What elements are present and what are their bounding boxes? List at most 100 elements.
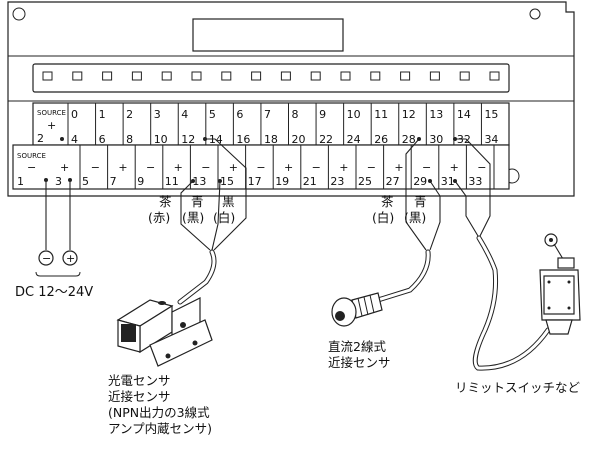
upper-source-label: SOURCE: [37, 109, 66, 117]
indicator-led: [191, 71, 202, 81]
indicator-led: [400, 71, 411, 81]
power-minus-symbol: −: [42, 252, 51, 265]
upper-terminal-label: 10: [347, 108, 361, 121]
upper-mid-terminal-label: 30: [429, 133, 443, 146]
lower-source-minus: −: [27, 161, 36, 174]
lower-terminal-label: 9: [137, 175, 144, 188]
upper-terminal-label: 0: [71, 108, 78, 121]
lower-terminal-label: 15: [220, 175, 234, 188]
upper-terminal-label: 1: [99, 108, 106, 121]
indicator-led: [251, 71, 262, 81]
prox-2wire-caption: 直流2線式 近接センサ: [328, 339, 391, 370]
upper-terminal-label: 5: [209, 108, 216, 121]
upper-terminal-label: 4: [181, 108, 188, 121]
photo-wire-brown: 茶: [159, 194, 172, 209]
indicator-led: [102, 71, 113, 81]
terminal-screw-1: [44, 178, 48, 182]
lower-source-plus: +: [60, 161, 69, 174]
indicator-led: [370, 71, 381, 81]
lower-terminal-label: 23: [330, 175, 344, 188]
lower-terminal-sign: +: [174, 161, 183, 174]
upper-source-num: 2: [37, 132, 44, 145]
prox-wire-blue: 青: [414, 194, 427, 209]
indicator-led: [42, 71, 53, 81]
upper-terminal-label: 12: [402, 108, 416, 121]
upper-terminal-label: 15: [484, 108, 498, 121]
indicator-led: [72, 71, 83, 81]
upper-mid-terminal-label: 34: [484, 133, 498, 146]
prox-wire-brown-alt: (白): [372, 210, 394, 225]
upper-mid-terminal-label: 8: [126, 133, 133, 146]
svg-text:光電センサ: 光電センサ: [108, 373, 171, 388]
lower-source-num-1: 1: [17, 175, 24, 188]
lower-terminal-sign: +: [118, 161, 127, 174]
indicator-led: [131, 71, 142, 81]
photo-wire-blue-alt: (黒): [182, 210, 204, 225]
photo-wire-brown-alt: (赤): [148, 210, 170, 225]
terminal-screw-3: [68, 178, 72, 182]
upper-mid-terminal-label: 10: [154, 133, 168, 146]
lower-terminal-label: 19: [275, 175, 289, 188]
lower-terminal-sign: +: [284, 161, 293, 174]
upper-terminal-label: 8: [292, 108, 299, 121]
upper-mid-terminal-label: 12: [181, 133, 195, 146]
upper-terminal-dividers: [67, 103, 482, 145]
upper-mid-terminal-label: 20: [292, 133, 306, 146]
svg-text:直流2線式: 直流2線式: [328, 339, 386, 354]
upper-mid-terminal-label: 6: [99, 133, 106, 146]
indicator-led: [310, 71, 321, 81]
prox-wire-blue-alt: (黒): [404, 210, 426, 225]
lower-terminal-label: 21: [303, 175, 317, 188]
indicator-led-row: [42, 71, 500, 81]
upper-source-plus: +: [47, 119, 56, 132]
lower-source-num-3: 3: [55, 175, 62, 188]
lower-terminal-sign: −: [312, 161, 321, 174]
upper-terminal-label: 14: [457, 108, 471, 121]
upper-terminal-label: 9: [319, 108, 326, 121]
power-plus-symbol: +: [66, 252, 75, 265]
photo-wire-black: 黒: [222, 194, 235, 209]
lower-terminal-label: 25: [358, 175, 372, 188]
lower-terminal-sign: +: [339, 161, 348, 174]
indicator-led: [280, 71, 291, 81]
prox-wire-brown: 茶: [381, 194, 394, 209]
power-label: DC 12〜24V: [15, 285, 93, 300]
upper-mid-terminal-label: 18: [264, 133, 278, 146]
prox-2wire-wiring: 茶 (白) 青 (黒): [372, 137, 441, 303]
upper-mid-terminal-label: 4: [71, 133, 78, 146]
photo-sensor-body: [116, 297, 213, 367]
svg-text:アンプ内蔵センサ): アンプ内蔵センサ): [108, 421, 212, 436]
power-supply: − + DC 12〜24V: [15, 178, 93, 300]
indicator-led: [221, 71, 232, 81]
upper-terminal-label: 7: [264, 108, 271, 121]
photo-sensor-wiring: 茶 (赤) 青 (黒) 黒 (白): [148, 137, 247, 305]
lower-terminal-label: 31: [441, 175, 455, 188]
upper-terminal-label: 3: [154, 108, 161, 121]
upper-terminal-label: 11: [374, 108, 388, 121]
upper-terminal-label: 6: [236, 108, 243, 121]
terminal-screw-2: [60, 137, 64, 141]
photo-wire-blue: 青: [191, 194, 204, 209]
lower-terminal-label: 27: [386, 175, 400, 188]
lower-terminal-label: 5: [82, 175, 89, 188]
lower-terminal-sign: −: [422, 161, 431, 174]
lower-terminal-sign: +: [450, 161, 459, 174]
lower-terminal-label: 11: [165, 175, 179, 188]
photo-sensor-caption: 光電センサ 近接センサ (NPN出力の3線式 アンプ内蔵センサ): [108, 373, 212, 436]
upper-mid-terminal-label: 24: [347, 133, 361, 146]
lower-terminal-label: 7: [110, 175, 117, 188]
upper-terminal-label: 2: [126, 108, 133, 121]
lower-terminal-dividers: [79, 145, 495, 189]
lower-source-label: SOURCE: [17, 152, 46, 160]
lower-terminal-sign: +: [394, 161, 403, 174]
lower-terminal-sign: −: [91, 161, 100, 174]
lower-terminal-label: 13: [192, 175, 206, 188]
lower-terminal-sign: −: [256, 161, 265, 174]
lower-terminal-label: 17: [248, 175, 262, 188]
prox-2wire-body: [331, 292, 383, 327]
lower-terminal-sign: +: [229, 161, 238, 174]
